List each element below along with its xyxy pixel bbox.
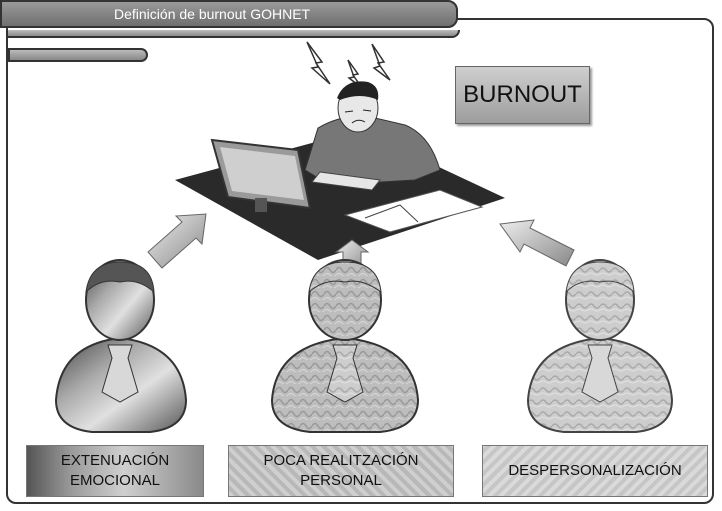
person-icon (270, 259, 420, 433)
monitor-icon (210, 138, 381, 212)
person-icon (526, 259, 674, 433)
label-emotional-exhaustion: EXTENUACIÓN EMOCIONAL (26, 445, 204, 497)
label-depersonalization: DESPERSONALIZACIÓN (482, 445, 708, 497)
window-title: Definición de burnout GOHNET (0, 0, 458, 28)
lightning-icon (306, 41, 391, 89)
worker-icon (304, 81, 441, 186)
burnout-label: BURNOUT (455, 66, 590, 124)
person-icon (54, 259, 188, 433)
subtitle-bar (8, 48, 148, 62)
label-personal-accomplishment: POCA REALITZACIÓN PERSONAL (228, 445, 454, 497)
